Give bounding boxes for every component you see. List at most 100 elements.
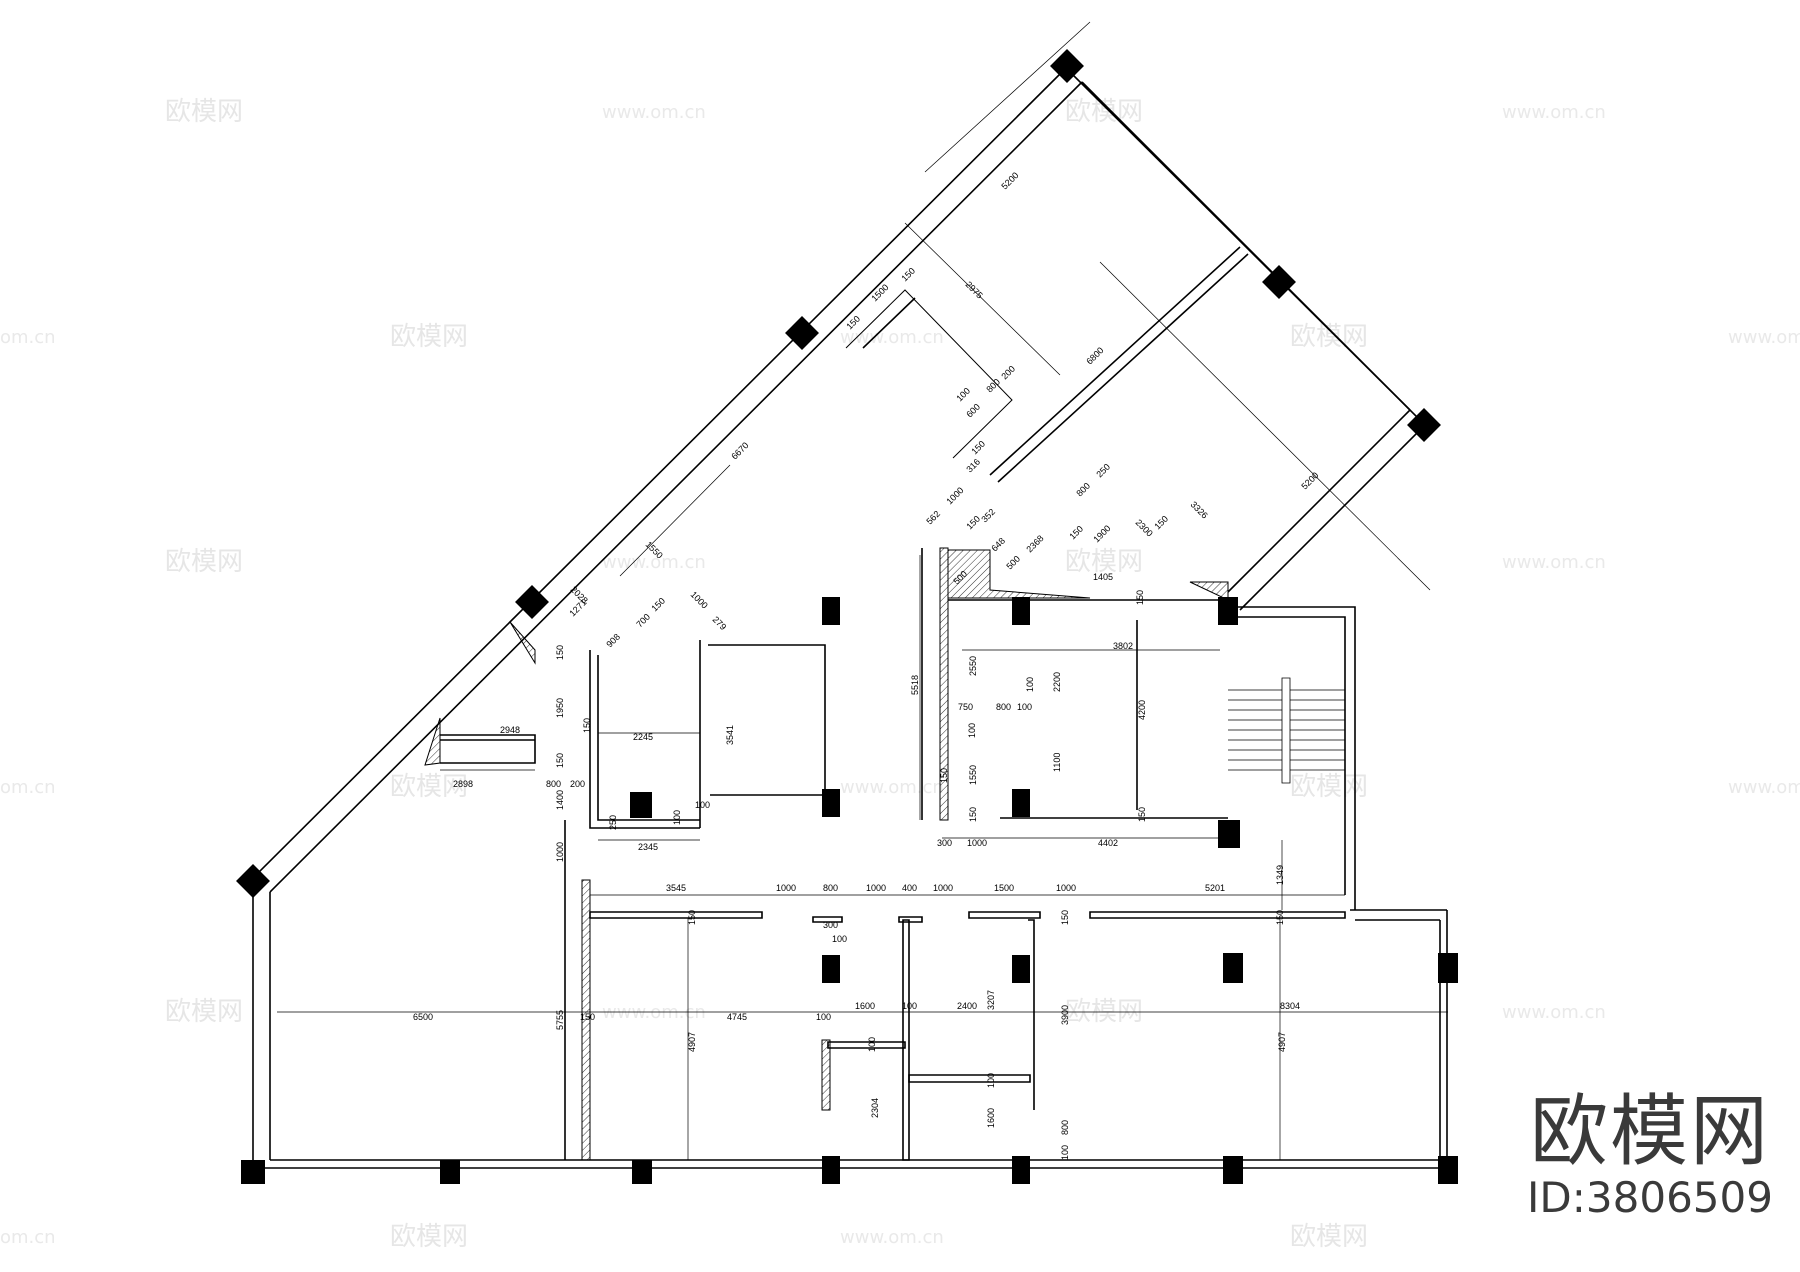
dim-label: 1349 bbox=[1275, 865, 1285, 885]
column bbox=[236, 864, 270, 898]
dim-label: 6800 bbox=[1084, 345, 1105, 366]
column bbox=[1223, 953, 1243, 983]
watermark-brand: 欧模网 bbox=[165, 97, 243, 127]
dim-label: 3545 bbox=[666, 883, 686, 893]
dim-label: 250 bbox=[1094, 462, 1112, 480]
dim-label: 150 bbox=[687, 910, 697, 925]
watermark-brand: 欧模网 bbox=[165, 547, 243, 577]
dim-label: 300 bbox=[823, 920, 838, 930]
column bbox=[822, 1156, 840, 1184]
dim-label: 800 bbox=[996, 702, 1011, 712]
watermark-brand: 欧模网 bbox=[1065, 547, 1143, 577]
watermark-brand: 欧模网 bbox=[1290, 772, 1368, 802]
dim-label: 150 bbox=[555, 753, 565, 768]
watermark-brand: 欧模网 bbox=[1065, 97, 1143, 127]
dim-label: 100 bbox=[954, 386, 972, 404]
dim-label: 4907 bbox=[687, 1032, 697, 1052]
corridor-wall-1 bbox=[589, 911, 763, 919]
dim-label: 150 bbox=[649, 596, 667, 614]
column bbox=[241, 1160, 265, 1184]
dim-label: 5200 bbox=[1299, 470, 1320, 491]
dim-label: 100 bbox=[867, 1037, 877, 1052]
partition-column bbox=[902, 919, 910, 1161]
column bbox=[632, 1160, 652, 1184]
dim-label: 100 bbox=[695, 800, 710, 810]
dim-label: 150 bbox=[580, 1012, 595, 1022]
stair-enclosure-inner bbox=[1237, 616, 1346, 895]
dim-label: 750 bbox=[958, 702, 973, 712]
dim-label: 1500 bbox=[869, 282, 890, 303]
dim-label: 1000 bbox=[1056, 883, 1076, 893]
dim-label: 2245 bbox=[633, 732, 653, 742]
dim-label: 250 bbox=[608, 815, 618, 830]
dim-label: 5755 bbox=[555, 1010, 565, 1030]
column bbox=[1262, 265, 1296, 299]
center-room-wall-b bbox=[597, 655, 700, 821]
column bbox=[1218, 597, 1238, 625]
stair-treads-left bbox=[1228, 689, 1282, 771]
dim-label: 150 bbox=[968, 807, 978, 822]
dim-label: 1550 bbox=[968, 765, 978, 785]
top-right-wall-inner bbox=[1081, 81, 1411, 411]
column bbox=[440, 1160, 460, 1184]
partition-horizontal-2 bbox=[908, 1074, 1031, 1083]
dim-label: 700 bbox=[634, 612, 652, 630]
dim-label: 200 bbox=[570, 779, 585, 789]
dim-label: 1950 bbox=[555, 698, 565, 718]
dim-label: 1100 bbox=[1052, 753, 1062, 772]
dim-label: 1900 bbox=[1091, 523, 1112, 544]
dim-line bbox=[904, 222, 1061, 376]
watermark-url: www.om.cn bbox=[840, 327, 944, 348]
watermark-url: www.om.cn bbox=[602, 102, 706, 123]
dim-label: 150 bbox=[1152, 514, 1170, 532]
corridor-wall-3 bbox=[898, 916, 923, 923]
dim-label: 150 bbox=[555, 645, 565, 660]
watermark-brand: 欧模网 bbox=[390, 772, 468, 802]
dim-label: 3802 bbox=[1113, 641, 1133, 651]
dim-label: 2300 bbox=[1134, 517, 1155, 538]
dim-label: 908 bbox=[604, 632, 622, 650]
watermark-url: www.om.cn bbox=[1728, 777, 1800, 798]
dim-label: 800 bbox=[823, 883, 838, 893]
dim-label: 1000 bbox=[933, 883, 953, 893]
watermark-brand: 欧模网 bbox=[1290, 322, 1368, 352]
dim-label: 2200 bbox=[1052, 672, 1062, 692]
watermark-url: om.cn bbox=[0, 777, 56, 798]
hatch-wedge bbox=[1189, 581, 1229, 601]
dim-label: 1405 bbox=[1093, 572, 1113, 582]
dim-line bbox=[924, 21, 1091, 173]
center-room-frame bbox=[708, 644, 826, 796]
dim-label: 6670 bbox=[729, 440, 750, 461]
stairs bbox=[1228, 677, 1345, 784]
watermark-brand: 欧模网 bbox=[165, 997, 243, 1027]
right-diagonal-wall bbox=[1239, 424, 1426, 611]
dim-line bbox=[619, 464, 731, 577]
dim-label: 3326 bbox=[1189, 499, 1210, 520]
partition-mid-horizontal bbox=[827, 1041, 906, 1049]
right-diagonal-wall-inner bbox=[1227, 409, 1411, 593]
inner-slanted-wall-b bbox=[997, 253, 1249, 483]
dim-label: 150 bbox=[1067, 524, 1085, 542]
walls bbox=[252, 67, 1448, 1169]
column bbox=[1012, 1156, 1030, 1184]
column bbox=[1050, 49, 1084, 83]
dimension-labels: 5200 2975 1500 150 150 6800 200 800 100 … bbox=[413, 170, 1321, 1160]
watermark-url: om.cn bbox=[0, 1227, 56, 1248]
dim-label: 1000 bbox=[967, 838, 987, 848]
hatch-wedge bbox=[424, 717, 441, 766]
corridor-wall-2 bbox=[812, 916, 843, 923]
watermark-url: www.om.cn bbox=[1502, 1002, 1606, 1023]
corridor-wall-5 bbox=[1089, 911, 1346, 919]
right-room-left-hatch bbox=[939, 547, 949, 821]
column bbox=[515, 585, 549, 619]
dim-label: 150 bbox=[1135, 590, 1145, 605]
column bbox=[630, 792, 652, 818]
watermark-brand: 欧模网 bbox=[390, 322, 468, 352]
dim-label: 500 bbox=[1004, 554, 1022, 572]
column bbox=[1407, 408, 1441, 442]
hatch-wedge bbox=[509, 621, 536, 665]
column bbox=[1012, 955, 1030, 983]
column bbox=[822, 597, 840, 625]
dim-label: 100 bbox=[902, 1001, 917, 1011]
inner-slanted-wall-a bbox=[989, 246, 1241, 476]
